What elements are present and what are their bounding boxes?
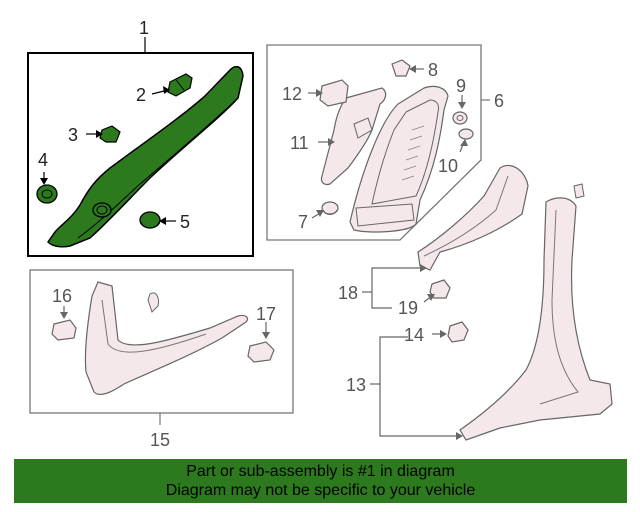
callout-11-label: 11 — [290, 133, 309, 153]
part-2-clip — [167, 73, 193, 97]
part-4-grommet — [36, 184, 58, 204]
callout-8-label: 8 — [428, 60, 438, 80]
callout-18-bracket — [371, 267, 424, 309]
part-10-clip — [458, 128, 474, 140]
callout-16-label: 16 — [52, 286, 72, 306]
callout-18-label: 18 — [338, 283, 358, 303]
part-11-recess — [353, 117, 373, 139]
callout-9-arrowhead — [458, 102, 466, 109]
assembly-1-box — [27, 52, 254, 257]
part-14-clip — [447, 321, 469, 343]
part-15-inner-line — [101, 299, 207, 353]
a-pillar-trim-panel — [47, 65, 244, 248]
assembly-6-group: 6 11 12 8 9 10 — [266, 44, 504, 241]
callout-4-label: 4 — [38, 150, 48, 170]
right-parts-group: 14 19 18 13 — [338, 164, 613, 441]
part-5-plug — [139, 211, 161, 229]
callout-6-label: 6 — [494, 91, 504, 111]
callout-3-label: 3 — [68, 125, 78, 145]
callout-15-label: 15 — [150, 430, 170, 450]
part-11-upper-trim — [320, 87, 387, 186]
part-18-edge — [423, 175, 509, 257]
callout-12-arrowhead — [316, 89, 323, 97]
callout-7-label: 7 — [298, 212, 308, 232]
part-3-bracket — [99, 125, 121, 143]
callout-9-label: 9 — [456, 76, 466, 96]
a-pillar-trim-edge — [77, 97, 239, 239]
callout-7-arrowhead — [316, 210, 324, 217]
part-9-fastener — [452, 111, 468, 125]
callout-17-label: 17 — [256, 304, 276, 324]
assembly-1-group: 1 2 3 4 5 — [27, 18, 254, 257]
a-pillar-speaker-inner — [96, 205, 108, 215]
part-15-scuff-plate — [84, 281, 249, 396]
callout-8-arrowhead — [409, 65, 416, 73]
callout-2-label: 2 — [136, 85, 146, 105]
callout-16-arrowhead — [60, 312, 68, 319]
part-19-clip — [429, 279, 451, 299]
b-pillar-lower-trim — [349, 85, 449, 233]
part-7-plug — [321, 201, 339, 215]
callout-3-arrowhead — [96, 130, 103, 138]
callout-19-label: 19 — [398, 298, 418, 318]
callout-5-label: 5 — [180, 212, 190, 232]
a-pillar-speaker-opening — [92, 202, 112, 218]
assembly-15-group: 15 16 17 — [29, 269, 294, 450]
b-pillar-vents — [401, 125, 425, 181]
callout-11-arrowhead — [328, 138, 335, 146]
callout-12-label: 12 — [282, 84, 302, 104]
callout-1-label: 1 — [139, 18, 149, 38]
part-8-clip — [391, 59, 411, 77]
part-17-retainer — [247, 341, 275, 363]
callout-14-arrowhead — [440, 330, 447, 338]
assembly-6-box — [266, 44, 482, 241]
banner-line-2: Diagram may not be specific to your vehi… — [165, 482, 476, 499]
callout-19-arrowhead — [427, 294, 435, 301]
callout-5-arrowhead — [159, 217, 166, 225]
part-13-pillar-trim — [459, 197, 613, 441]
part-18-trim — [417, 164, 529, 271]
assembly-15-box — [29, 269, 294, 414]
banner-line-1: Part or sub-assembly is #1 in diagram — [186, 463, 455, 480]
callout-14-label: 14 — [404, 325, 424, 345]
part-13-inner-edge — [539, 209, 579, 405]
disclaimer-banner: Part or sub-assembly is #1 in diagram Di… — [14, 459, 627, 503]
callout-10-arrowhead — [460, 139, 468, 146]
callout-18-arrowhead — [420, 264, 427, 272]
callout-4-arrowhead — [40, 178, 48, 185]
b-pillar-inner-panel — [371, 99, 439, 205]
part-16-retainer — [51, 319, 77, 341]
callout-2-arrowhead — [163, 86, 170, 94]
part-13-top-clips — [573, 183, 585, 199]
callout-13-arrowhead — [456, 432, 463, 440]
callout-17-arrowhead — [262, 332, 270, 339]
callout-13-bracket — [379, 336, 460, 437]
callout-10-label: 10 — [438, 156, 458, 176]
part-15-clip-shape — [147, 292, 159, 313]
b-pillar-base — [355, 203, 415, 227]
part-12-clip — [319, 79, 349, 107]
callout-13-label: 13 — [346, 375, 366, 395]
